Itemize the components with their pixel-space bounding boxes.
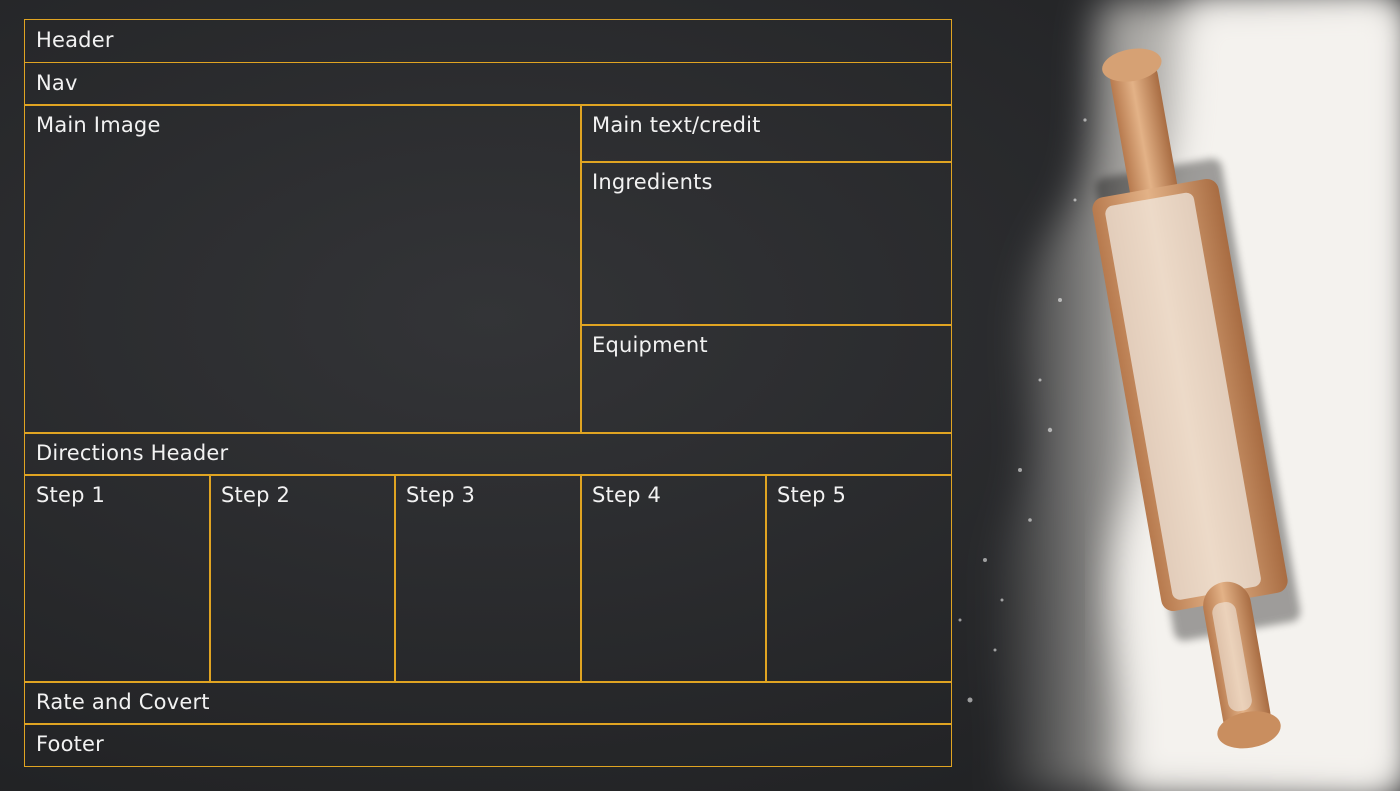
ingredients-region: Ingredients	[580, 161, 952, 326]
step-1-label: Step 1	[36, 483, 106, 507]
main-image-label: Main Image	[36, 113, 161, 137]
rate-and-covert-region: Rate and Covert	[24, 681, 952, 725]
nav-region: Nav	[24, 61, 952, 106]
step-2-label: Step 2	[221, 483, 291, 507]
footer-label: Footer	[36, 732, 105, 756]
directions-header-label: Directions Header	[36, 441, 229, 465]
equipment-label: Equipment	[592, 333, 708, 357]
step-4-label: Step 4	[592, 483, 662, 507]
ingredients-label: Ingredients	[592, 170, 713, 194]
step-2-region: Step 2	[209, 474, 396, 683]
footer-region: Footer	[24, 723, 952, 767]
step-1-region: Step 1	[24, 474, 211, 683]
main-image-region: Main Image	[24, 104, 582, 434]
directions-header-region: Directions Header	[24, 432, 952, 476]
step-5-label: Step 5	[777, 483, 847, 507]
equipment-region: Equipment	[580, 324, 952, 434]
main-text-credit-label: Main text/credit	[592, 113, 761, 137]
main-text-credit-region: Main text/credit	[580, 104, 952, 163]
nav-label: Nav	[36, 70, 78, 95]
rate-and-covert-label: Rate and Covert	[36, 690, 210, 714]
step-5-region: Step 5	[765, 474, 952, 683]
header-region: Header	[24, 19, 952, 63]
step-3-label: Step 3	[406, 483, 476, 507]
step-3-region: Step 3	[394, 474, 582, 683]
step-4-region: Step 4	[580, 474, 767, 683]
header-label: Header	[36, 28, 114, 52]
